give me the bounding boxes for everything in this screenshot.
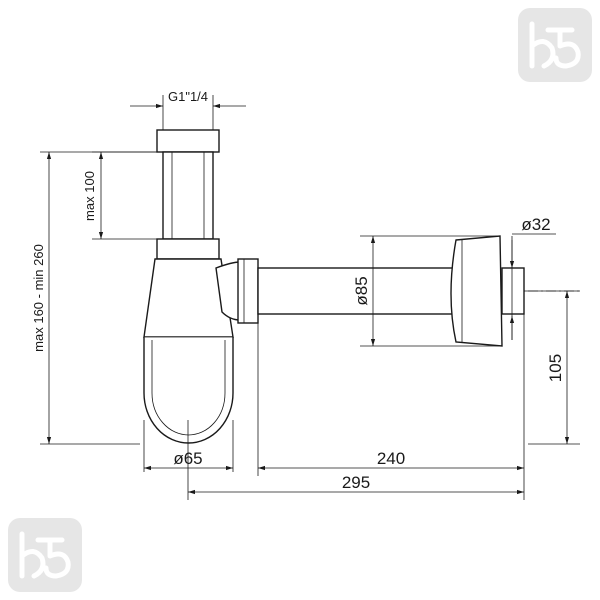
outlet-diameter-dimension: ø32 [509, 215, 556, 340]
height-range-label: max 160 - min 260 [31, 244, 46, 352]
max-100-label: max 100 [82, 171, 97, 221]
height-range-dimension: max 160 - min 260 [31, 151, 157, 445]
thread-label: G1"1/4 [168, 89, 208, 104]
height-105-label: 105 [546, 354, 565, 382]
thread-dimension: G1"1/4 [130, 89, 246, 130]
outlet-diameter-label: ø32 [521, 215, 550, 234]
width-240-label: 240 [377, 449, 405, 468]
height-105-dimension: 105 [524, 290, 580, 445]
width-295-dimension: 295 [187, 420, 524, 500]
brand-logo-icon [518, 8, 592, 82]
width-295-label: 295 [342, 473, 370, 492]
trap-body [143, 129, 525, 444]
width-240-dimension: 240 [257, 314, 525, 500]
max-100-dimension: max 100 [82, 151, 157, 240]
brand-logo-icon [8, 518, 82, 592]
rosette-diameter-dimension: ø85 [352, 235, 502, 347]
rosette-diameter-label: ø85 [352, 276, 371, 305]
